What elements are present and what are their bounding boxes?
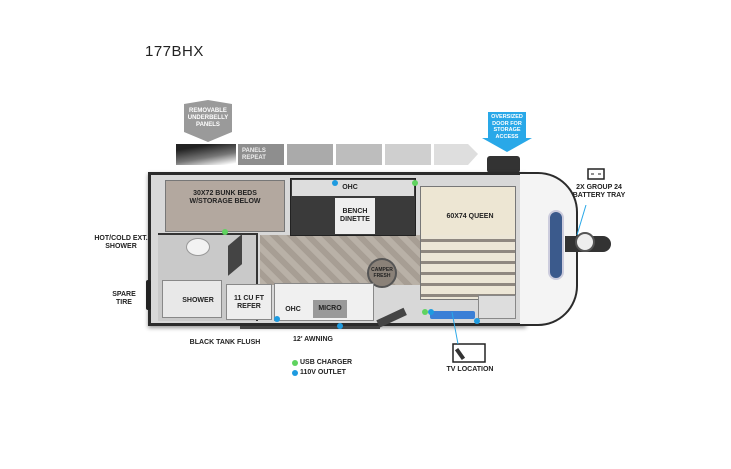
storage-door-label: OVERSIZED DOOR FOR STORAGE ACCESS: [491, 114, 523, 140]
refrigerator: [226, 284, 272, 320]
awning-label: 12' AWNING: [293, 336, 333, 343]
storage-door: [487, 156, 520, 173]
underbelly-panel: [385, 144, 431, 165]
outlet-dot: [332, 180, 338, 186]
usb-charger-dot: [222, 229, 228, 235]
down-arrow-icon: [184, 100, 232, 142]
toilet: [186, 238, 210, 256]
usb-charger-dot: [412, 180, 418, 186]
rug-label: CAMPER FRESH: [371, 267, 393, 279]
outlet-dot: [274, 316, 280, 322]
underbelly-panel: [336, 144, 382, 165]
legend: USB CHARGER 110V OUTLET: [292, 358, 352, 378]
arrow-tip-icon: [468, 144, 478, 165]
bed-top: [421, 187, 515, 235]
tv-icon: [452, 343, 486, 363]
leader-line: [576, 205, 587, 235]
outlet-dot: [428, 309, 434, 315]
black-tank-label: BLACK TANK FLUSH: [189, 339, 261, 346]
ohc-top-label: OHC: [342, 184, 358, 191]
underbelly-panel: [434, 144, 468, 165]
bed-label: 60X74 QUEEN: [446, 213, 494, 220]
microwave: [313, 300, 347, 318]
micro-label: MICRO: [318, 305, 342, 312]
leader-line: [451, 312, 459, 344]
floorplan-title: 177BHX: [145, 43, 204, 60]
legend-label: USB CHARGER: [300, 359, 353, 366]
dinette-label: BENCH DINETTE: [340, 208, 370, 223]
bunk-label: 30x72 BUNK BEDS W/STORAGE BELOW: [189, 190, 261, 205]
legend-label: 110V OUTLET: [300, 369, 346, 376]
ext-shower-label: HOT/COLD EXT. SHOWER: [94, 235, 148, 250]
wardrobe: [478, 295, 516, 319]
front-logo: [548, 210, 564, 280]
underbelly-panel: [287, 144, 333, 165]
down-arrow-icon: [482, 112, 532, 152]
underbelly-panel: PANELS REPEAT: [238, 144, 284, 165]
panels-repeat-label: PANELS REPEAT: [242, 148, 266, 161]
jack: [575, 232, 595, 252]
underbelly-panel-dark: [176, 144, 236, 165]
legend-item: 110V OUTLET: [292, 368, 352, 378]
awning-rail: [240, 326, 380, 329]
outlet-dot: [474, 318, 480, 324]
usb-charger-dot: [422, 309, 428, 315]
rug: CAMPER FRESH: [367, 258, 397, 288]
storage-door-callout: OVERSIZED DOOR FOR STORAGE ACCESS: [482, 112, 532, 152]
refer-label: 11 CU FT REFER: [234, 295, 264, 310]
battery-label: 2X GROUP 24 BATTERY TRAY: [572, 184, 626, 199]
tv-location-label: TV LOCATION: [446, 366, 494, 373]
legend-item: USB CHARGER: [292, 358, 352, 368]
ohc-kitchen-label: OHC: [285, 306, 301, 313]
outlet-dot: [337, 323, 343, 329]
underbelly-label: REMOVABLE UNDERBELLY PANELS: [187, 108, 229, 128]
bunk-beds: [165, 180, 285, 232]
outlet-swatch: [292, 370, 298, 376]
shower-label: SHOWER: [182, 297, 214, 304]
dinette-table: [335, 198, 375, 234]
spare-tire-label: SPARE TIRE: [112, 291, 136, 306]
spare-tire: [146, 280, 151, 310]
battery-icon: [587, 168, 605, 180]
usb-charger-swatch: [292, 360, 298, 366]
overhead-cabinet: [292, 180, 414, 196]
underbelly-callout: REMOVABLE UNDERBELLY PANELS: [182, 100, 234, 142]
shower: [162, 280, 222, 318]
